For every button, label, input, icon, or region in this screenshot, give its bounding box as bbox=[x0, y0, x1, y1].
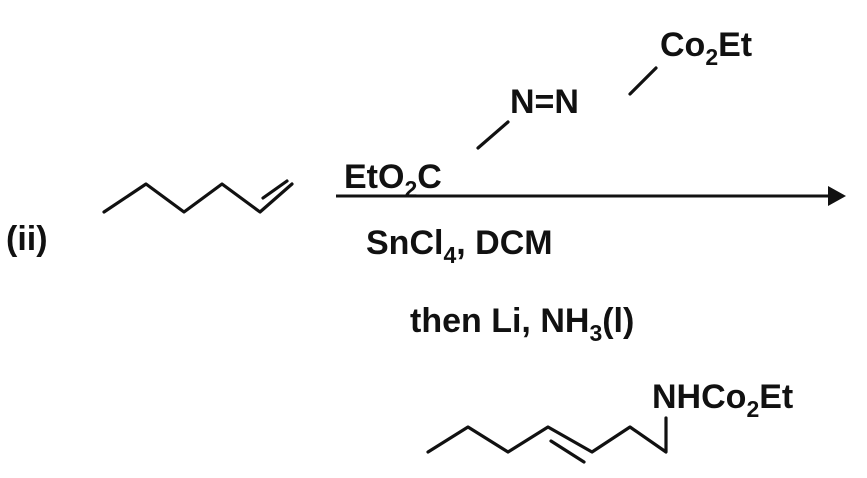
product-structure: NHCo2Et bbox=[426, 378, 793, 464]
azo-linkage: N=N bbox=[510, 83, 579, 121]
alkene-double-bond bbox=[261, 179, 289, 200]
conditions-line-1: SnCl4, DCM bbox=[366, 224, 553, 268]
product-double-bond bbox=[549, 439, 586, 464]
scheme-label: (ii) bbox=[6, 220, 48, 258]
starting-alkene bbox=[102, 179, 294, 214]
azo-left-bond bbox=[476, 120, 510, 150]
conditions-line-2: then Li, NH3(l) bbox=[410, 302, 634, 346]
reaction-arrow-head bbox=[828, 186, 846, 206]
azo-left-group: EtO2C bbox=[344, 158, 442, 202]
alkene-chain bbox=[102, 182, 294, 214]
product-group: NHCo2Et bbox=[652, 378, 793, 422]
azo-right-group: Co2Et bbox=[660, 26, 752, 70]
reaction-arrow bbox=[336, 186, 846, 206]
azo-right-bond bbox=[628, 66, 658, 96]
product-chain bbox=[426, 416, 668, 454]
azo-reagent: EtO2C N=N Co2Et bbox=[344, 26, 752, 202]
